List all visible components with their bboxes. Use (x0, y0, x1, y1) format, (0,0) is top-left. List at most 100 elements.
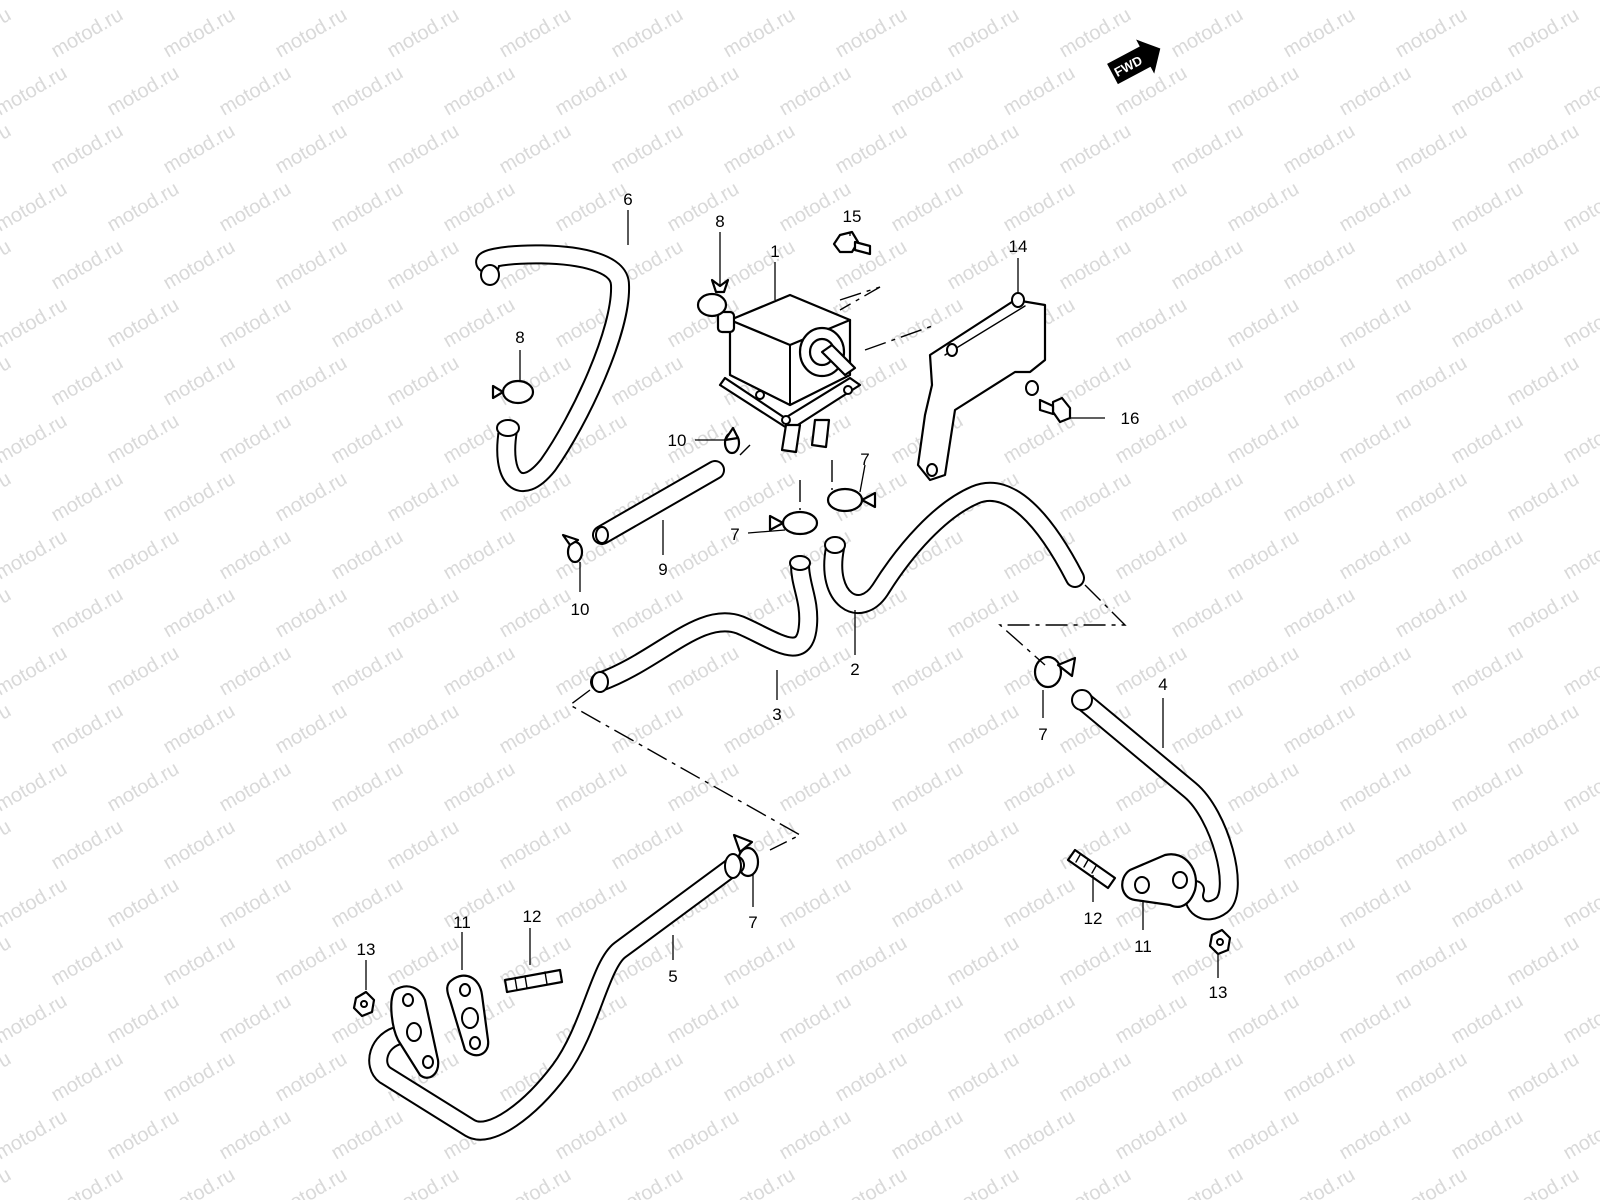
part-6-hose (475, 244, 631, 492)
callout-part-11: 11 (453, 913, 471, 932)
watermark-text: motod.ru (1280, 352, 1359, 411)
watermark-text: motod.ru (48, 932, 127, 991)
clamp-icon (491, 379, 535, 405)
watermark-text: motod.ru (1560, 0, 1600, 4)
watermark-text: motod.ru (1112, 294, 1191, 353)
watermark-text: motod.ru (1392, 932, 1471, 991)
watermark-text: motod.ru (832, 932, 911, 991)
watermark-text: motod.ru (1336, 874, 1415, 933)
watermark-text: motod.ru (888, 62, 967, 121)
watermark-text: motod.ru (1280, 1048, 1359, 1107)
watermark-text: motod.ru (1000, 178, 1079, 237)
watermark-text: motod.ru (720, 236, 799, 295)
watermark-text: motod.ru (1504, 236, 1583, 295)
clamp-icon (696, 278, 730, 318)
watermark-text: motod.ru (272, 352, 351, 411)
part-3-hose (590, 555, 819, 693)
watermark-text: motod.ru (1504, 584, 1583, 643)
watermark-text: motod.ru (1504, 352, 1583, 411)
watermark-text: motod.ru (1280, 1164, 1359, 1200)
reference-lines (568, 286, 1127, 851)
watermark-text: motod.ru (832, 4, 911, 63)
watermark-text: motod.ru (944, 700, 1023, 759)
callout-part-3: 3 (772, 705, 781, 724)
watermark-text: motod.ru (272, 816, 351, 875)
watermark-text: motod.ru (216, 526, 295, 585)
watermark-text: motod.ru (1000, 874, 1079, 933)
watermark-text: motod.ru (0, 758, 71, 817)
watermark-text: motod.ru (832, 700, 911, 759)
watermark-text: motod.ru (48, 352, 127, 411)
watermark-text: motod.ru (608, 4, 687, 63)
watermark-text: motod.ru (720, 1164, 799, 1200)
watermark-text: motod.ru (832, 1164, 911, 1200)
watermark-text: motod.ru (1168, 120, 1247, 179)
clamp-icon (1033, 655, 1077, 689)
watermark-text: motod.ru (384, 1164, 463, 1200)
watermark-text: motod.ru (1168, 1048, 1247, 1107)
watermark-text: motod.ru (1392, 352, 1471, 411)
watermark-text: motod.ru (0, 0, 71, 4)
watermark-text: motod.ru (1392, 236, 1471, 295)
callout-part-10: 10 (668, 431, 687, 450)
watermark-text: motod.ru (1560, 874, 1600, 933)
watermark-text: motod.ru (1280, 700, 1359, 759)
watermark-text: motod.ru (1448, 410, 1527, 469)
watermark-text: motod.ru (216, 178, 295, 237)
watermark-text: motod.ru (1448, 990, 1527, 1049)
watermark-text: motod.ru (1168, 236, 1247, 295)
clamp-icon (826, 487, 877, 513)
watermark-text: motod.ru (104, 178, 183, 237)
watermark-text: motod.ru (272, 236, 351, 295)
watermark-text: motod.ru (384, 236, 463, 295)
callout-part-7: 7 (748, 913, 757, 932)
callout-part-2: 2 (850, 660, 859, 679)
watermark-text: motod.ru (1336, 990, 1415, 1049)
watermark-text: motod.ru (1336, 758, 1415, 817)
watermark-text: motod.ru (272, 932, 351, 991)
callout-part-10: 10 (571, 600, 590, 619)
watermark-text: motod.ru (0, 526, 71, 585)
watermark-text: motod.ru (160, 4, 239, 63)
watermark-text: motod.ru (216, 642, 295, 701)
watermark-text: motod.ru (0, 294, 71, 353)
watermark-text: motod.ru (1504, 4, 1583, 63)
watermark-text: motod.ru (1560, 294, 1600, 353)
watermark-text: motod.ru (664, 758, 743, 817)
watermark-text: motod.ru (608, 1048, 687, 1107)
watermark-text: motod.ru (608, 700, 687, 759)
callout-part-7: 7 (1038, 725, 1047, 744)
watermark-text: motod.ru (1168, 4, 1247, 63)
watermark-text: motod.ru (1560, 62, 1600, 121)
watermark-text: motod.ru (0, 352, 15, 411)
watermark-text: motod.ru (0, 642, 71, 701)
watermark-text: motod.ru (0, 932, 15, 991)
callout-part-16: 16 (1121, 409, 1140, 428)
watermark-text: motod.ru (1560, 178, 1600, 237)
watermark-text: motod.ru (440, 294, 519, 353)
watermark-text: motod.ru (160, 352, 239, 411)
watermark-text: motod.ru (1280, 816, 1359, 875)
watermark-text: motod.ru (944, 120, 1023, 179)
watermark-text: motod.ru (328, 62, 407, 121)
watermark-text: motod.ru (440, 874, 519, 933)
watermark-text: motod.ru (1168, 352, 1247, 411)
watermark-text: motod.ru (48, 468, 127, 527)
callout-part-4: 4 (1158, 675, 1167, 694)
watermark-text: motod.ru (104, 758, 183, 817)
part-11-gasket (446, 974, 490, 1057)
watermark-text: motod.ru (1056, 1048, 1135, 1107)
watermark-text: motod.ru (720, 4, 799, 63)
watermark-text: motod.ru (104, 526, 183, 585)
watermark-text: motod.ru (1000, 990, 1079, 1049)
watermark-text: motod.ru (104, 874, 183, 933)
watermark-text: motod.ru (1448, 874, 1527, 933)
watermark-text: motod.ru (104, 62, 183, 121)
watermark-text: motod.ru (1336, 1106, 1415, 1165)
watermark-text: motod.ru (1056, 352, 1135, 411)
watermark-text: motod.ru (384, 4, 463, 63)
watermark-text: motod.ru (384, 584, 463, 643)
part-4-pipe (1071, 689, 1239, 921)
watermark-text: motod.ru (216, 758, 295, 817)
